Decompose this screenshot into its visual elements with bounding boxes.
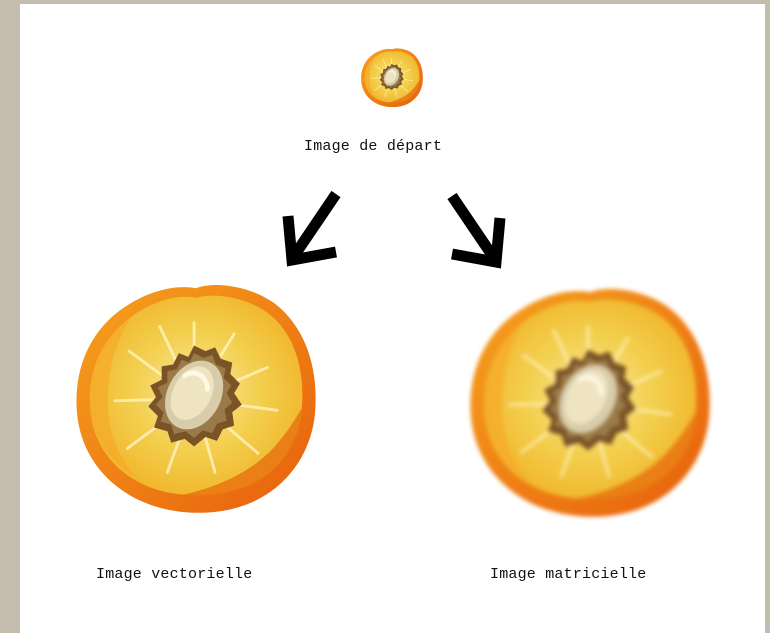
peach-half-vector-icon <box>72 276 320 516</box>
label-vector-image: Image vectorielle <box>96 566 252 583</box>
label-raster-image: Image matricielle <box>490 566 646 583</box>
arrow-down-left-icon <box>278 186 348 268</box>
label-start-image: Image de départ <box>304 138 442 155</box>
arrow-down-right-icon <box>440 188 510 270</box>
peach-half-icon <box>360 46 424 108</box>
diagram-canvas: Image de départ Image vectorielle Image … <box>20 4 765 633</box>
peach-half-raster-icon <box>466 280 714 520</box>
